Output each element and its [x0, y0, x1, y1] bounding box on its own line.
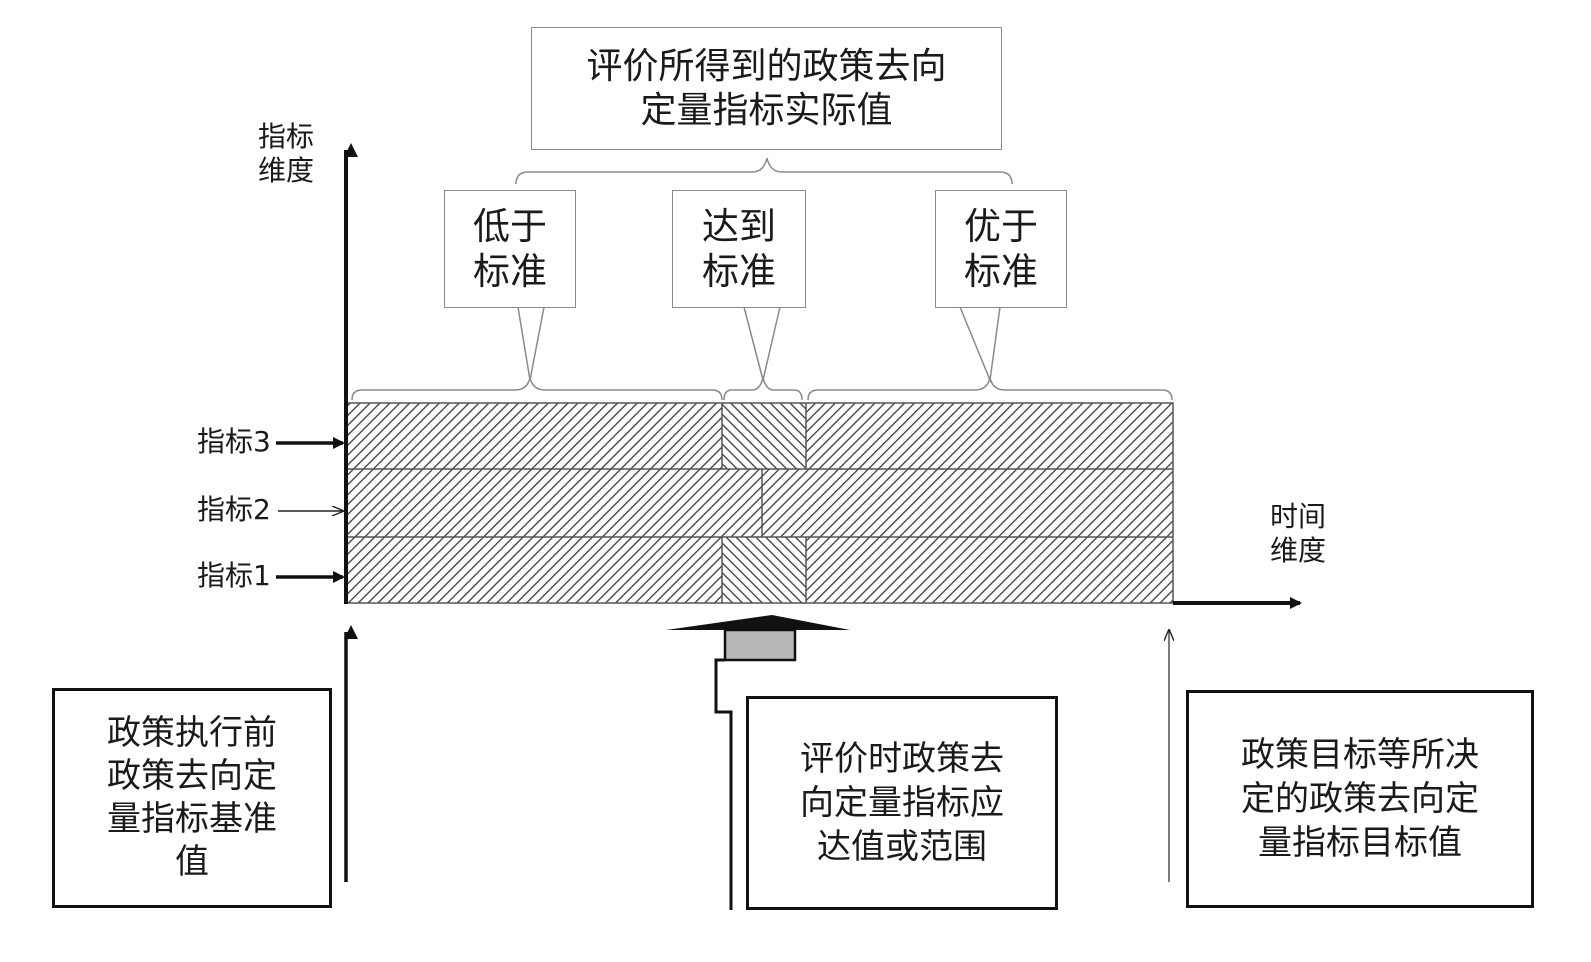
- below-standard-box: 低于 标准: [444, 190, 576, 308]
- indicator-3-label: 指标3: [197, 425, 271, 458]
- required-value-connector: [714, 658, 733, 910]
- target-value-box: 政策目标等所决 定的政策去向定 量指标目标值: [1186, 690, 1534, 908]
- callout-pointer-meets: [743, 306, 781, 381]
- target-value-text: 政策目标等所决 定的政策去向定 量指标目标值: [1241, 734, 1479, 864]
- required-value-box: 评价时政策去 向定量指标应 达值或范围: [746, 696, 1058, 910]
- exceeds-standard-box: 优于 标准: [935, 190, 1067, 308]
- baseline-value-text: 政策执行前 政策去向定 量指标基准 值: [107, 713, 277, 882]
- baseline-value-box: 政策执行前 政策去向定 量指标基准 值: [52, 688, 332, 908]
- required-value-text: 评价时政策去 向定量指标应 达值或范围: [800, 738, 1004, 868]
- callout-pointer-exceeds: [959, 306, 1001, 383]
- standard-zone-row-3: [722, 403, 806, 469]
- meets-standard-box: 达到 标准: [672, 190, 806, 308]
- callout-pointer-below: [517, 306, 545, 381]
- actual-value-text: 评价所得到的政策去向 定量指标实际值: [586, 45, 947, 131]
- below-standard-text: 低于 标准: [473, 204, 547, 293]
- meets-standard-text: 达到 标准: [702, 204, 776, 293]
- brace-actual-values: [515, 157, 1013, 185]
- band-row-2: [347, 469, 1173, 537]
- indicator-band: [346, 402, 1174, 604]
- indicator-2-label: 指标2: [197, 493, 271, 526]
- required-value-pointer: [666, 615, 850, 630]
- y-axis-label: 指标 维度: [258, 120, 315, 187]
- standard-zone-row-1: [722, 537, 806, 603]
- brace-below-standard: [351, 377, 723, 401]
- x-axis-label: 时间 维度: [1270, 500, 1327, 567]
- indicator-1-label: 指标1: [197, 559, 271, 592]
- exceeds-standard-text: 优于 标准: [964, 204, 1038, 293]
- actual-value-box: 评价所得到的政策去向 定量指标实际值: [531, 27, 1002, 150]
- required-value-pointer-body: [723, 628, 797, 662]
- brace-meets-standard: [723, 377, 803, 401]
